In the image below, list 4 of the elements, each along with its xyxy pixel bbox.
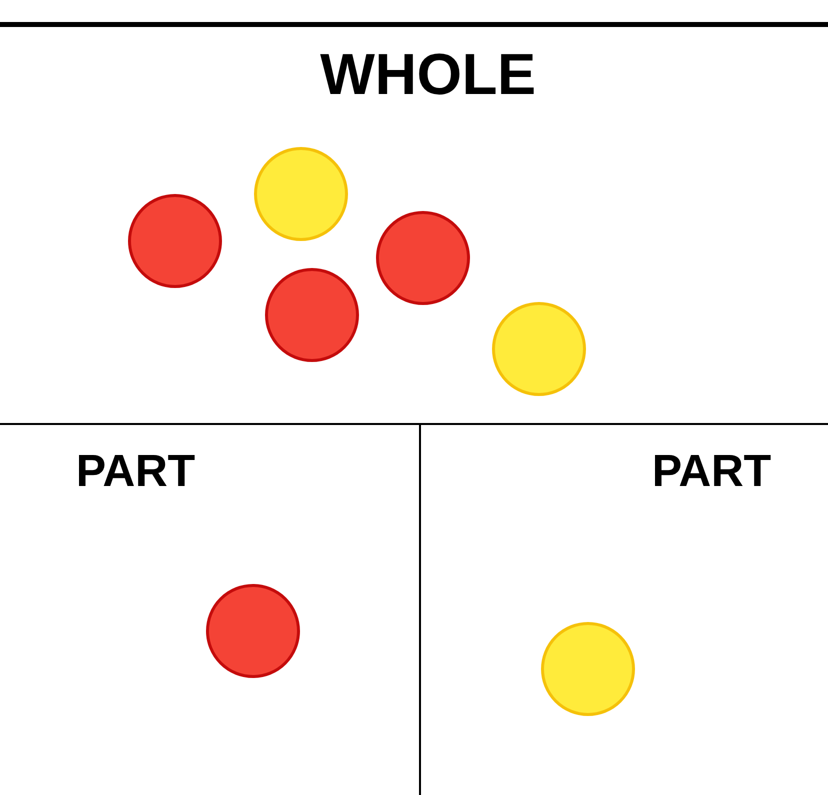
panel-heading: PART bbox=[652, 448, 772, 493]
whole-panel bbox=[0, 22, 828, 425]
panel-heading: WHOLE bbox=[320, 46, 536, 104]
panel-heading: PART bbox=[76, 448, 196, 493]
